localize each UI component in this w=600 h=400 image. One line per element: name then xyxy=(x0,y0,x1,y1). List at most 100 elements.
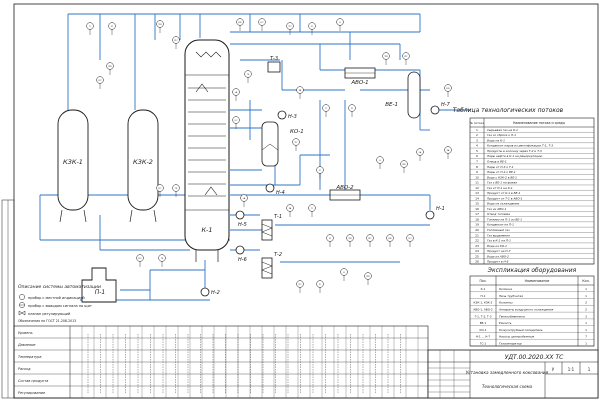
automation-row-label: Уровень xyxy=(18,331,33,335)
automation-row-label: Регулирование xyxy=(18,391,45,395)
title-block: УДТ.00.2020.ХХ ТС Установка замедленного… xyxy=(427,349,599,399)
equipment-row-name: Аппараты воздушного охлаждения xyxy=(498,308,553,312)
vessel-kzk2: КЗК-2 xyxy=(127,109,159,223)
equipment-row-pos: К-1 xyxy=(481,287,486,291)
equipment-table-col-qty: Кол. xyxy=(582,279,589,283)
flow-row-name: Продукт от К-1 в ВЕ-1 xyxy=(487,191,521,195)
instrument-bubble: FI xyxy=(316,166,324,179)
equipment-row-qty: 7 xyxy=(585,335,587,339)
instrument-bubble: LI xyxy=(376,156,384,169)
legend-note: Обозначения по ГОСТ 21.208-2013 xyxy=(18,319,76,323)
flow-row-name: Газ со сброса к П-1 xyxy=(487,133,516,137)
equipment-row-qty: 1 xyxy=(585,321,587,325)
title-block-scale: 1:1 xyxy=(568,367,575,372)
flow-row-name: Пары от Н-4 к ВЕ-1 xyxy=(487,170,516,174)
cooler-ko1: КО-1 xyxy=(261,121,304,167)
legend-item-3: клапан регулирующий xyxy=(28,312,70,316)
air-cooler-avo1-label: АВО-1 xyxy=(350,80,368,86)
flow-row-name: Топливный газ xyxy=(487,228,510,232)
instrument-bubble: TIR xyxy=(346,234,354,247)
instrument-tag: TIR xyxy=(158,24,162,26)
instrument-tag: PIC xyxy=(174,40,178,42)
legend-item-1: прибор с местной индикацией xyxy=(28,296,85,300)
flow-row-name: Продукт в Н-5 xyxy=(487,260,509,264)
flow-row-number: 7 xyxy=(476,159,478,163)
instrument-bubble: TIR xyxy=(156,20,164,33)
title-block-sheet-type: Технологическая схема xyxy=(482,384,533,389)
column-k1: К-1 xyxy=(184,39,230,262)
flow-row-name: Вода с КЗК-2 в ВЕ-1 xyxy=(487,175,517,179)
equipment-row-name: Теплообменники xyxy=(499,314,525,318)
instrument-tag: FI xyxy=(319,170,321,172)
flow-row-number: 6 xyxy=(476,154,478,158)
instrument-bubble: PIC xyxy=(402,52,410,65)
instrument-tag: LA xyxy=(235,91,238,94)
flow-row-number: 1 xyxy=(476,128,478,132)
flow-row-number: 26 xyxy=(475,260,479,264)
flow-row-number: 8 xyxy=(476,165,478,169)
equipment-row-qty: 1 xyxy=(585,328,587,332)
instrument-bubble: TIC xyxy=(286,22,294,35)
flow-row-name: Газ в К-1 на П-1 xyxy=(487,239,511,243)
equipment-row-pos: П-1 xyxy=(481,294,486,298)
title-block-code: УДТ.00.2020.ХХ ТС xyxy=(505,354,564,361)
equipment-row-name: Газосепаратор xyxy=(499,341,522,345)
instrument-bubble: FIC xyxy=(156,184,164,197)
flow-row-number: 15 xyxy=(475,202,479,206)
flow-row-number: 20 xyxy=(475,228,479,232)
flow-row-number: 4 xyxy=(476,144,478,148)
instrument-bubble: TI xyxy=(86,22,94,35)
pump-n5: Н-5 xyxy=(235,210,247,228)
instrument-tag: FIC xyxy=(98,80,102,82)
automation-row-label: Давление xyxy=(17,343,36,347)
instrument-bubble: FIR xyxy=(386,234,394,247)
instrument-tag: PA xyxy=(299,89,302,92)
instrument-bubble: PI xyxy=(108,22,116,35)
instrument-tag: LI xyxy=(339,22,341,24)
flow-row-name: Продукт от Т-1 в АВО-1 xyxy=(487,196,523,200)
flow-row-number: 25 xyxy=(475,254,479,258)
instrument-tag: PI xyxy=(351,108,353,110)
pump-n3: Н-3 xyxy=(277,110,297,120)
flow-row-name: Газ выделения xyxy=(487,233,510,237)
flow-row-number: 16 xyxy=(475,207,479,211)
instrument-bubble: LA xyxy=(416,148,424,161)
flow-row-number: 10 xyxy=(475,175,479,179)
heat-exchanger-t2-label: Т-2 xyxy=(274,252,282,258)
flows-table-col-num: № потока xyxy=(470,121,484,125)
heat-exchanger-t3: Т-3 xyxy=(267,56,281,73)
instrument-bubble: FIC xyxy=(96,76,104,89)
pump-n6: Н-6 xyxy=(235,245,247,263)
automation-row-label: Температура xyxy=(18,355,41,359)
instrument-tag: LI xyxy=(379,160,381,162)
instrument-tag: LIC xyxy=(234,120,238,122)
heat-exchanger-t2: Т-2 xyxy=(261,252,282,279)
instrument-tag: PIC xyxy=(404,56,408,58)
equipment-row-pos: КЗК-1, КЗК-2 xyxy=(474,301,493,305)
equipment-row-name: Кожухотрубный охладитель xyxy=(499,328,543,332)
equipment-table-title: Экспликация оборудования xyxy=(487,267,577,274)
equipment-row-pos: АВО-1, АВО-2 xyxy=(473,308,493,312)
equipment-row-qty: 1 xyxy=(585,294,587,298)
instrument-bubble: TE xyxy=(172,184,180,197)
instrument-tag: FIC xyxy=(158,188,162,190)
flow-row-name: Топливо на П-1 из ВЕ-1 xyxy=(487,217,522,221)
instrument-bubble: FIC xyxy=(136,254,144,267)
instrument-tag: TI xyxy=(89,26,91,28)
instrument-tag: LA xyxy=(419,151,422,154)
instrument-tag: FI xyxy=(311,26,313,28)
instrument-tag: FI xyxy=(319,284,321,286)
instrument-tag: PIR xyxy=(366,276,370,278)
flow-row-name: Вода на К-1 xyxy=(487,138,505,142)
instrument-bubble: LA xyxy=(240,194,248,207)
instrument-tag: TIR xyxy=(348,238,352,240)
flows-table: Таблица технологических потоков № потока… xyxy=(453,107,595,265)
pump-n1-label: Н-1 xyxy=(436,206,445,212)
flow-row-number: 18 xyxy=(475,217,479,221)
flow-row-number: 22 xyxy=(475,239,479,243)
instrument-bubble: LI xyxy=(340,268,348,281)
flow-row-name: Сырьевая газ на К-1 xyxy=(487,128,518,132)
instrument-tag: FIC xyxy=(138,258,142,260)
flow-row-number: 14 xyxy=(475,196,479,200)
air-cooler-avo2-label: АВО-2 xyxy=(335,185,354,191)
